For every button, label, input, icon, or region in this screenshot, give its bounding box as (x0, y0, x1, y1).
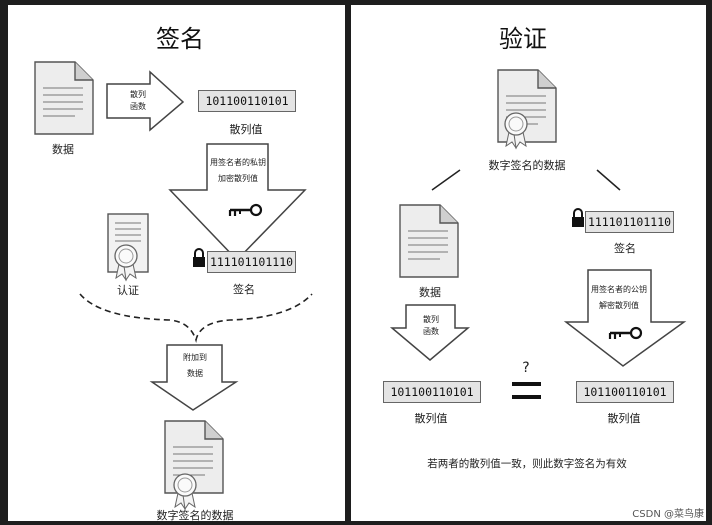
brace-connector (79, 293, 313, 343)
equals-top-bar (512, 382, 541, 386)
signature-label-right: 签名 (614, 242, 636, 255)
hash-function-arrow (106, 70, 185, 132)
split-line-right (596, 169, 621, 191)
left-title: 签名 (156, 25, 204, 53)
encrypt-label-2: 加密散列值 (218, 174, 258, 183)
certificate-seal-icon (114, 244, 138, 281)
attach-arrow (149, 344, 239, 411)
signed-data-label-right: 数字签名的数据 (488, 159, 566, 172)
hash-function-label-right-1: 散列 (423, 315, 439, 324)
hash-value-box: 101100110101 (198, 90, 296, 112)
equals-bottom-bar (512, 395, 541, 399)
hash-value-label: 散列值 (229, 123, 263, 136)
attach-label-1: 附加到 (183, 353, 207, 362)
decrypt-label-2: 解密散列值 (599, 301, 639, 310)
data-document-icon-right (399, 204, 459, 278)
signature-label: 签名 (233, 283, 255, 296)
data-label: 数据 (52, 143, 74, 156)
signed-data-document-icon-right (497, 69, 557, 143)
hash-function-label-2: 函数 (130, 102, 146, 111)
signature-value-box-right: 111101101110 (585, 211, 674, 233)
signed-data-label: 数字签名的数据 (156, 509, 234, 522)
hash-function-label-1: 散列 (130, 90, 146, 99)
signed-data-seal-icon-right (504, 112, 528, 149)
hash-function-arrow-right (389, 304, 471, 361)
signed-data-seal-icon (173, 473, 197, 510)
attach-label-2: 数据 (187, 369, 203, 378)
data-label-right: 数据 (419, 286, 441, 299)
signature-value-box: 111101101110 (207, 251, 296, 273)
right-title: 验证 (499, 25, 547, 53)
data-document-icon (34, 61, 94, 135)
hash-function-label-right-2: 函数 (423, 327, 439, 336)
hash-value-box-left-right: 101100110101 (383, 381, 481, 403)
equality-question-mark: ? (522, 360, 530, 376)
hash-value-box-right-right: 101100110101 (576, 381, 674, 403)
hash-value-label-right-right: 散列值 (607, 412, 641, 425)
encrypt-label-1: 用签名者的私钥 (210, 158, 266, 167)
verification-conclusion: 若两者的散列值一致，则此数字签名为有效 (427, 458, 627, 470)
split-line-left (431, 169, 461, 191)
decrypt-arrow (563, 269, 687, 367)
certificate-label: 认证 (117, 284, 139, 297)
hash-value-label-left-right: 散列值 (414, 412, 448, 425)
encrypt-arrow (168, 143, 307, 262)
decrypt-label-1: 用签名者的公钥 (591, 285, 647, 294)
watermark: CSDN @菜鸟康 (632, 509, 704, 520)
